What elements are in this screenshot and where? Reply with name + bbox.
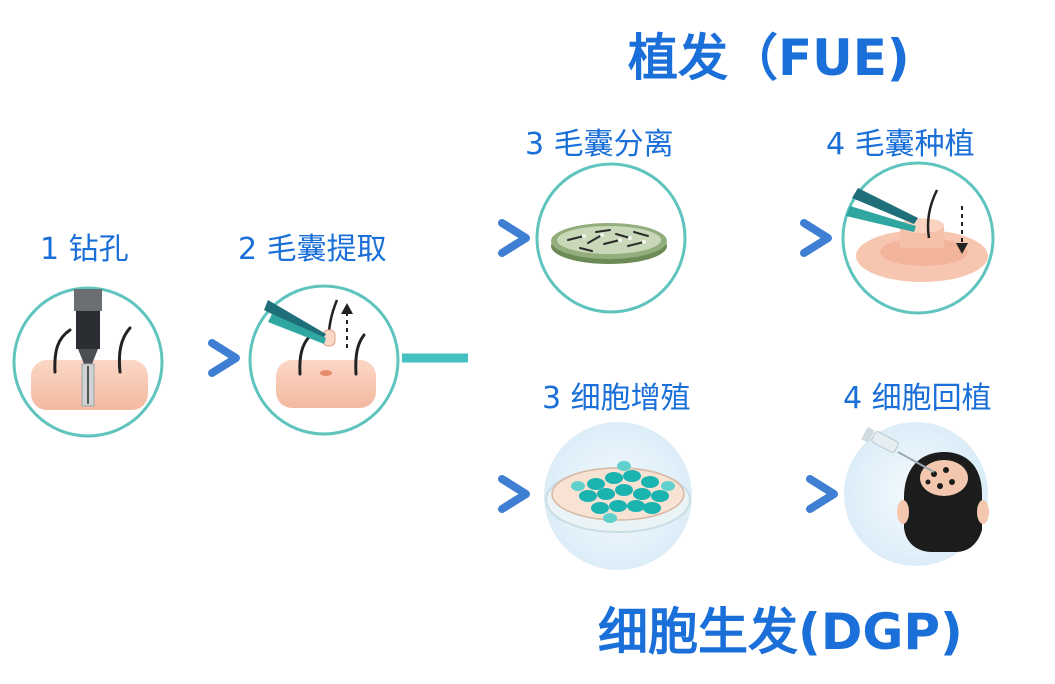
fue-title: 植发（FUE) <box>628 29 910 87</box>
up-arrow-icon <box>341 303 353 348</box>
step-label-reimplant: 4 细胞回植 <box>843 381 992 416</box>
step-culture-illustration <box>544 422 692 570</box>
arrow-3a-4a <box>692 219 832 257</box>
tweezers-icon <box>264 300 326 344</box>
step-separate-illustration <box>535 162 687 314</box>
step-label-implant: 4 毛囊种植 <box>826 127 975 162</box>
arrow-3b-4b <box>697 475 838 513</box>
step-label-extract: 2 毛囊提取 <box>238 232 387 267</box>
petri-dish-icon <box>545 461 691 533</box>
down-arrow-icon <box>956 206 968 254</box>
tweezers-icon <box>846 188 918 232</box>
arrow-1-2 <box>168 339 240 377</box>
dgp-title: 细胞生发(DGP) <box>598 603 963 661</box>
step-drill-illustration <box>12 286 164 438</box>
step-label-separate: 3 毛囊分离 <box>525 127 674 162</box>
head-icon <box>897 452 989 552</box>
step-label-drill: 1 钻孔 <box>40 232 129 267</box>
drill-icon <box>74 289 102 407</box>
step-label-culture: 3 细胞增殖 <box>542 381 691 416</box>
step-reimplant-illustration <box>844 422 989 566</box>
branch-connector <box>402 219 530 513</box>
syringe-icon <box>861 426 935 473</box>
step-extract-illustration <box>248 284 400 436</box>
step-implant-illustration <box>841 161 995 315</box>
petri-dish-icon <box>551 223 667 264</box>
